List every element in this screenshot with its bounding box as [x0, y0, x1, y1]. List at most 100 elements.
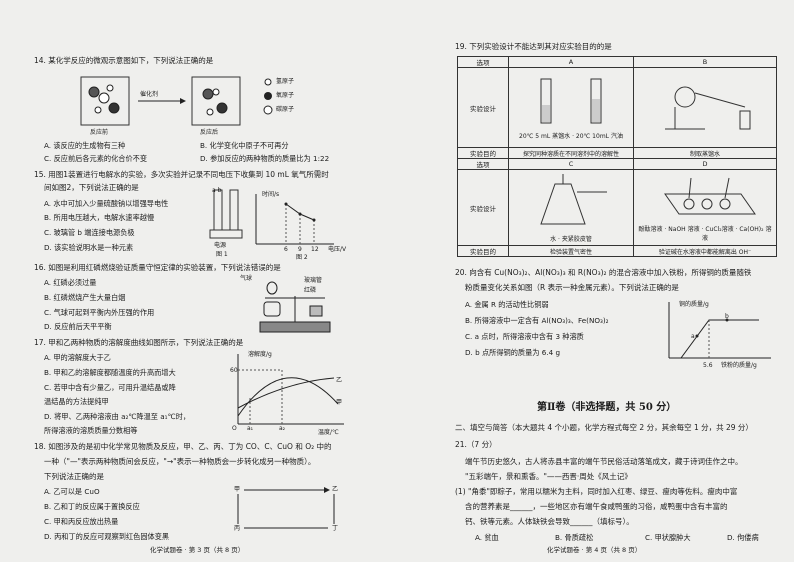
q14-option-c: C. 反应前后各元素的化合价不变 — [44, 154, 148, 163]
q17-xtick-a1: a₁ — [247, 425, 254, 432]
q20-xlabel: 铁粉的质量/g — [721, 362, 757, 369]
copper-curve — [669, 319, 759, 359]
q21-option-a: A. 贫血 — [475, 533, 499, 542]
goal-b: 制取蒸馏水 — [633, 147, 777, 159]
q18-option-a: A. 乙可以是 CuO — [44, 487, 100, 496]
design-a-cell: 20℃ 5 mL 蒸馏水 · 20℃ 10mL 汽油 — [508, 67, 634, 148]
q15-stem-line2: 间如图2，下列说法正确的是 — [44, 183, 139, 192]
q15-option-d: D. 该实验说明水是一种元素 — [44, 243, 134, 252]
q18-stem: 18. 如图涉及的是初中化学常见物质及反应，甲、乙、丙、丁为 CO、C、CuO … — [34, 442, 332, 451]
q21-sub1: (1) "角黍"即粽子，常用以糯米为主料，同时加入红枣、绿豆、瘦肉等佐料。瘦肉中… — [455, 487, 738, 496]
q15-stem-line1: 15. 用图1装置进行电解水的实验，多次实验并记录不同电压下收集到 10 mL … — [34, 170, 329, 179]
legend-oxygen: 氧原子 — [276, 92, 295, 99]
series-jia-label: 甲 — [336, 399, 343, 406]
q20-copper-chart — [668, 302, 771, 359]
electrolysis-apparatus — [209, 189, 243, 239]
part2-title: 第Ⅱ卷（非选择题，共 50 分） — [537, 402, 677, 413]
node-ding: 丁 — [332, 525, 339, 532]
design-d-spot-plate — [664, 177, 756, 214]
q14-option-b: B. 化学变化中原子不可再分 — [200, 141, 289, 150]
q17-ytick: 60 — [230, 367, 238, 374]
q17-xtick-a2: a₂ — [279, 425, 286, 432]
row-design-label-2: 实验设计 — [457, 169, 509, 246]
q18-option-b: B. 乙和丁的反应属于置换反应 — [44, 502, 140, 511]
before-box — [80, 76, 130, 126]
q14-option-d: D. 参加反应的两种物质的质量比为 1:22 — [200, 154, 330, 163]
carbon-legend-icon — [263, 105, 273, 115]
point-a — [695, 334, 699, 338]
q20-stem-line1: 20. 向含有 Cu(NO₃)₂、Al(NO₃)₃ 和 R(NO₃)₂ 的混合溶… — [455, 268, 752, 277]
design-a-labels: 20℃ 5 mL 蒸馏水 · 20℃ 10mL 汽油 — [519, 133, 623, 140]
balance-apparatus — [259, 281, 331, 333]
q20-option-a: A. 金属 R 的活动性比铜弱 — [465, 300, 549, 309]
hydrogen-legend-icon — [264, 78, 272, 86]
q15-option-a: A. 水中可加入少量硫酸钠以增强导电性 — [44, 199, 169, 208]
col-a: A — [508, 56, 634, 68]
fig2-time-voltage-chart — [255, 194, 334, 245]
fig2-xtick: 9 — [298, 246, 302, 253]
q21-option-b: B. 骨质疏松 — [555, 533, 594, 542]
q21-option-d: D. 佝偻病 — [727, 533, 759, 542]
q17-option-d-cont: 所得溶液的溶质质量分数相等 — [44, 426, 138, 435]
q18-option-c: C. 甲和丙反应放出热量 — [44, 517, 119, 526]
q17-xlabel: 温度/℃ — [318, 429, 339, 436]
after-box — [191, 76, 241, 126]
fig1-tube-labels: a b — [212, 187, 222, 194]
after-label: 反应后 — [200, 129, 219, 136]
balloon-label: 气球 — [240, 275, 253, 282]
q17-option-b: B. 甲和乙的溶解度都随温度的升高而增大 — [44, 368, 176, 377]
q20-option-c: C. a 点时，所得溶液中含有 3 种溶质 — [465, 332, 584, 341]
point-b-label: b — [725, 313, 729, 320]
goal-a: 探究同种溶质在不同溶剂中的溶解性 — [508, 147, 634, 159]
design-b-distillation — [665, 86, 751, 129]
page-4: 19. 下列实验设计不能达到其对应实验目的的是 选项 A B 实验设计 20℃ … — [397, 0, 794, 562]
q20-ylabel: 铜的质量/g — [679, 301, 709, 308]
page-4-footer: 化学试题卷 · 第 4 页（共 8 页） — [547, 546, 642, 554]
q19-stem: 19. 下列实验设计不能达到其对应实验目的的是 — [455, 42, 612, 51]
q21-sub3: 钙、铁等元素。人体缺铁会导致______（填标号）。 — [465, 517, 634, 526]
q17-ylabel: 溶解度/g — [248, 351, 272, 358]
page-3-footer: 化学试题卷 · 第 3 页（共 8 页） — [150, 546, 245, 554]
page-3: 14. 某化学反应的微观示意图如下，下列说法正确的是 催化剂 反应前 反应后 氢… — [34, 56, 346, 554]
q18-relation-diagram — [237, 487, 335, 529]
red-phosphorus-label: 红磷 — [304, 287, 317, 294]
section-2-heading: 二、填空与简答（本大题共 4 个小题，化学方程式每空 2 分，其余每空 1 分，… — [455, 423, 753, 432]
node-jia: 甲 — [234, 486, 241, 493]
q21-option-c: C. 甲状腺肿大 — [645, 533, 691, 542]
carbon-atom — [88, 86, 100, 98]
q17-option-d: D. 将甲、乙两种溶液由 a₂℃降温至 a₁℃时， — [44, 412, 191, 421]
q16-option-d: D. 反应前后天平平衡 — [44, 322, 112, 331]
c-clamp-label: 夹紧胶皮管 — [561, 236, 592, 243]
col-c: C — [508, 158, 634, 170]
point-b — [725, 318, 729, 322]
q20-xtick: 5.6 — [703, 362, 713, 369]
q14-option-a: A. 该反应的生成物有三种 — [44, 141, 126, 150]
node-yi: 乙 — [332, 486, 339, 493]
fig2-xtick: 6 — [284, 246, 288, 253]
q20-option-b: B. 所得溶液中一定含有 Al(NO₃)₃、Fe(NO₃)₂ — [465, 316, 609, 325]
q16-option-b: B. 红磷燃烧产生大量白烟 — [44, 293, 126, 302]
design-b-cell — [633, 67, 777, 148]
q17-origin: O — [232, 425, 237, 432]
q14-reaction-diagram — [80, 76, 273, 126]
q18-option-d: D. 丙和丁的反应可观察到红色固体变黑 — [44, 532, 170, 541]
design-c-cell: 水 · 夹紧胶皮管 — [508, 169, 634, 246]
catalyst-label: 催化剂 — [140, 91, 159, 98]
design-d-cell: 酚酞溶液 · NaOH 溶液 · CuCl₂溶液 · Ca(OH)₂ 溶液 — [633, 169, 777, 246]
q17-option-c-cont: 温结晶的方法提纯甲 — [44, 397, 109, 406]
q17-option-a: A. 甲的溶解度大于乙 — [44, 353, 111, 362]
q15-option-b: B. 所用电压越大，电解水速率越慢 — [44, 213, 155, 222]
series-yi-curve — [237, 377, 335, 409]
q16-stem: 16. 如图是利用红磷燃烧验证质量守恒定律的实验装置，下列说法错误的是 — [34, 263, 281, 272]
q19-table: 选项 A B 实验设计 20℃ 5 mL 蒸馏水 · 20℃ 10mL 汽油 — [457, 56, 777, 257]
design-a-tubes — [540, 78, 602, 124]
q14-stem: 14. 某化学反应的微观示意图如下，下列说法正确的是 — [34, 56, 214, 65]
c-water-label: 水 — [550, 236, 557, 243]
oxygen-legend-icon — [264, 92, 272, 100]
fig2-ylabel: 时间/s — [262, 191, 280, 198]
design-c-flask — [540, 174, 607, 225]
before-label: 反应前 — [90, 129, 109, 136]
point-a-label: a — [691, 333, 695, 340]
q17-stem: 17. 甲和乙两种物质的溶解度曲线如图所示，下列说法正确的是 — [34, 338, 244, 347]
row-design-label: 实验设计 — [457, 67, 509, 148]
